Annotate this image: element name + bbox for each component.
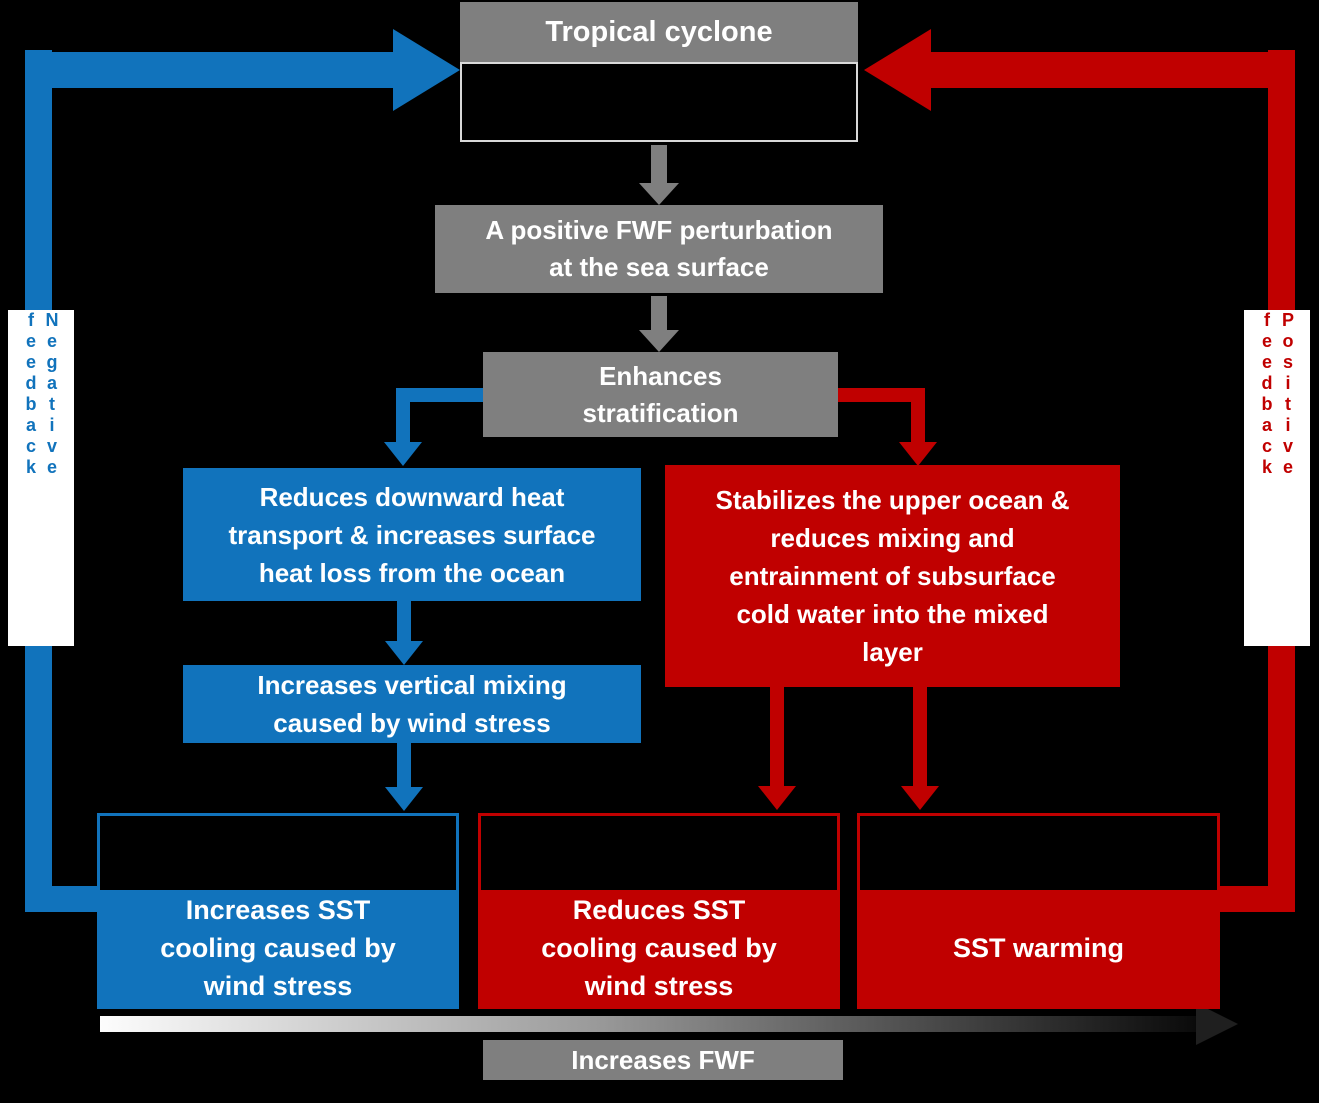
node-tropical-cyclone-frame xyxy=(460,62,858,142)
node-fwf-perturbation: A positive FWF perturbation at the sea s… xyxy=(435,205,883,293)
arrow-blue-1-shaft xyxy=(397,601,411,641)
node-sst-warming: SST warming xyxy=(857,813,1220,1009)
node-reduces-sst-cooling-label: Reduces SST cooling caused by wind stres… xyxy=(481,890,837,1006)
node-reduces-heat-transport: Reduces downward heat transport & increa… xyxy=(183,468,641,601)
node-increases-fwf: Increases FWF xyxy=(483,1040,843,1080)
positive-feedback-bottom-connector xyxy=(1220,886,1295,912)
arrow-blue-2-shaft xyxy=(397,743,411,787)
node-increases-sst-cooling-frame xyxy=(100,816,456,890)
arrow-tc-to-fwf-shaft xyxy=(651,145,667,183)
positive-feedback-arrowhead-icon xyxy=(864,29,931,111)
arrow-strat-to-red-head-icon xyxy=(899,442,937,466)
positive-feedback-label: Positive feedback xyxy=(1244,310,1310,646)
arrow-red-2-head-icon xyxy=(901,786,939,810)
arrow-blue-1-head-icon xyxy=(385,641,423,665)
node-increases-vertical-mixing: Increases vertical mixing caused by wind… xyxy=(183,665,641,743)
arrow-strat-to-blue-head-icon xyxy=(384,442,422,466)
node-sst-warming-label: SST warming xyxy=(860,890,1217,1006)
node-sst-warming-frame xyxy=(860,816,1217,890)
negative-feedback-label: Negative feedback xyxy=(8,310,74,646)
arrow-red-1-shaft xyxy=(770,687,784,786)
arrow-red-1-head-icon xyxy=(758,786,796,810)
fwf-gradient-arrow-head-icon xyxy=(1196,1003,1238,1045)
negative-feedback-bottom-connector xyxy=(25,886,99,912)
arrow-strat-to-blue-horizontal xyxy=(396,388,483,402)
node-reduces-sst-cooling: Reduces SST cooling caused by wind stres… xyxy=(478,813,840,1009)
node-enhances-stratification: Enhances stratification xyxy=(483,352,838,437)
arrow-tc-to-fwf-head-icon xyxy=(639,183,679,205)
node-reduces-sst-cooling-frame xyxy=(481,816,837,890)
arrow-fwf-to-strat-shaft xyxy=(651,296,667,330)
positive-feedback-top-shaft xyxy=(930,52,1295,88)
fwf-gradient-arrow-shaft xyxy=(100,1016,1198,1032)
node-increases-sst-cooling: Increases SST cooling caused by wind str… xyxy=(97,813,459,1009)
arrow-strat-to-red-vertical xyxy=(911,388,925,442)
arrow-strat-to-red-horizontal xyxy=(838,388,925,402)
arrow-fwf-to-strat-head-icon xyxy=(639,330,679,352)
node-stabilizes-upper-ocean: Stabilizes the upper ocean & reduces mix… xyxy=(665,465,1120,687)
arrow-blue-2-head-icon xyxy=(385,787,423,811)
node-tropical-cyclone-header: Tropical cyclone xyxy=(460,2,858,62)
negative-feedback-top-shaft xyxy=(25,52,393,88)
arrow-strat-to-blue-vertical xyxy=(396,388,410,442)
arrow-red-2-shaft xyxy=(913,687,927,786)
negative-feedback-arrowhead-icon xyxy=(393,29,460,111)
node-increases-sst-cooling-label: Increases SST cooling caused by wind str… xyxy=(100,890,456,1006)
